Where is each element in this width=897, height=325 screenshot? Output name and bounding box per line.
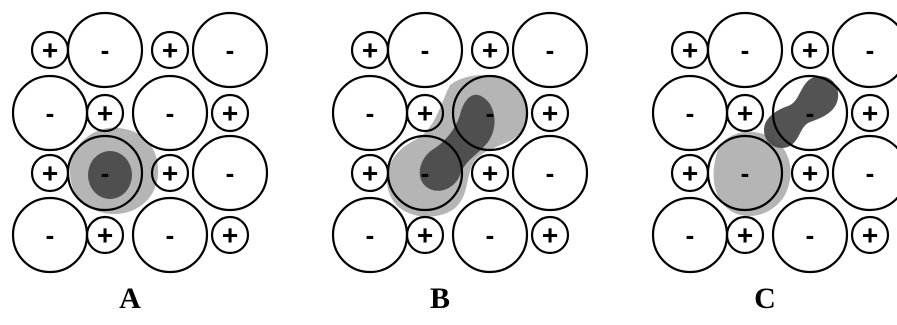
anion-sign: - — [101, 158, 110, 188]
anion-sign: - — [421, 35, 430, 65]
panel-label: C — [754, 282, 776, 315]
cation-sign: + — [162, 35, 178, 66]
anion-sign: - — [486, 98, 495, 128]
cation-sign: + — [482, 35, 498, 66]
anion-sign: - — [421, 158, 430, 188]
cation-sign: + — [862, 220, 878, 251]
cation-sign: + — [362, 158, 378, 189]
anion-sign: - — [806, 98, 815, 128]
cation-sign: + — [542, 98, 558, 129]
cation-sign: + — [97, 98, 113, 129]
cation-sign: + — [802, 158, 818, 189]
cation-sign: + — [222, 220, 238, 251]
cation-sign: + — [42, 35, 58, 66]
cation-sign: + — [737, 220, 753, 251]
anion-sign: - — [366, 220, 375, 250]
anion-sign: - — [166, 220, 175, 250]
anion-sign: - — [686, 98, 695, 128]
anion-sign: - — [226, 158, 235, 188]
anion-sign: - — [866, 158, 875, 188]
anion-sign: - — [866, 35, 875, 65]
cation-sign: + — [362, 35, 378, 66]
cation-sign: + — [482, 158, 498, 189]
anion-sign: - — [101, 35, 110, 65]
cation-sign: + — [542, 220, 558, 251]
cation-sign: + — [417, 220, 433, 251]
anion-sign: - — [806, 220, 815, 250]
anion-sign: - — [46, 220, 55, 250]
anion-sign: - — [546, 35, 555, 65]
anion-sign: - — [226, 35, 235, 65]
anion-sign: - — [686, 220, 695, 250]
cation-sign: + — [802, 35, 818, 66]
anion-sign: - — [366, 98, 375, 128]
anion-sign: - — [741, 35, 750, 65]
cation-sign: + — [417, 98, 433, 129]
panel-c: +-+--+-++-+--+-+C — [653, 13, 897, 315]
anion-sign: - — [46, 98, 55, 128]
cation-sign: + — [862, 98, 878, 129]
panel-a: +-+--+-++-+--+-+A — [13, 13, 267, 315]
anion-sign: - — [546, 158, 555, 188]
cation-sign: + — [682, 35, 698, 66]
anion-sign: - — [741, 158, 750, 188]
cation-sign: + — [97, 220, 113, 251]
cation-sign: + — [737, 98, 753, 129]
panel-b: + - + - - + - + + - + - - + - + B — [333, 13, 587, 315]
cation-sign: + — [42, 158, 58, 189]
cation-sign: + — [682, 158, 698, 189]
cation-sign: + — [222, 98, 238, 129]
cation-sign: + — [162, 158, 178, 189]
anion-sign: - — [166, 98, 175, 128]
panel-label: B — [430, 282, 450, 315]
anion-sign: - — [486, 220, 495, 250]
panel-label: A — [119, 282, 141, 315]
